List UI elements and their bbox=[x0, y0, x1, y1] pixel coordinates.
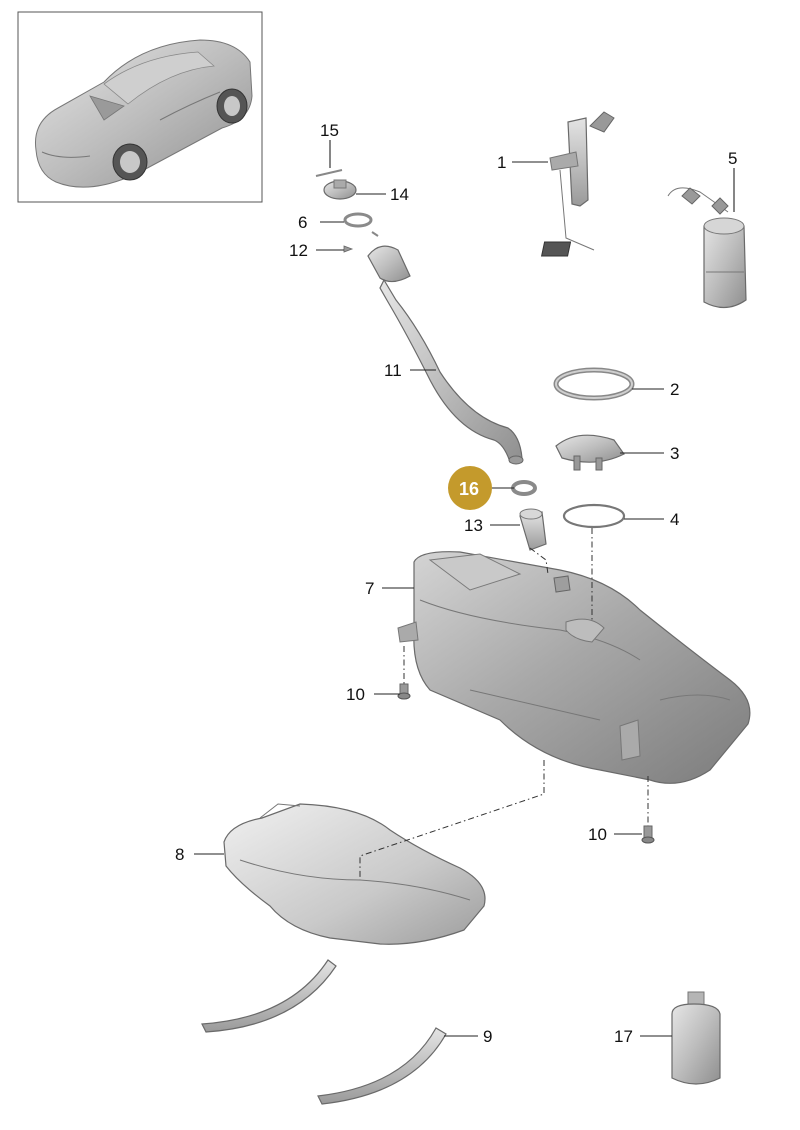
assembly-lines bbox=[359, 528, 649, 880]
label-11: 11 bbox=[384, 361, 402, 380]
label-8: 8 bbox=[175, 845, 184, 864]
label-10-lower: 10 bbox=[588, 825, 607, 844]
part-12-screw bbox=[343, 231, 379, 253]
label-6: 6 bbox=[298, 213, 307, 232]
leader-lines bbox=[194, 140, 735, 1037]
part-8-heat-shield bbox=[223, 803, 486, 945]
label-15: 14 bbox=[390, 185, 409, 204]
label-17: 17 bbox=[614, 1027, 633, 1046]
part-4-oring bbox=[562, 503, 626, 529]
part-6-ring bbox=[343, 212, 373, 228]
part-5-fuel-pump bbox=[667, 187, 747, 309]
part-17-bottle bbox=[671, 991, 721, 1085]
label-16: 15 bbox=[320, 121, 339, 140]
part-10-bolt-lower bbox=[641, 825, 655, 844]
label-4: 4 bbox=[670, 510, 679, 529]
label-2: 2 bbox=[670, 380, 679, 399]
part-13-hose bbox=[519, 508, 547, 551]
label-3: 3 bbox=[670, 444, 679, 463]
label-1: 1 bbox=[497, 153, 506, 172]
part-3-flange bbox=[555, 434, 625, 471]
part-16-rod bbox=[315, 169, 343, 177]
label-10-upper: 10 bbox=[346, 685, 365, 704]
part-9-strap-upper bbox=[201, 959, 337, 1033]
part-1-level-sender bbox=[540, 111, 615, 257]
part-15-cap bbox=[323, 179, 357, 200]
part-9-strap-lower bbox=[317, 1027, 447, 1105]
highlight-badge bbox=[448, 466, 492, 510]
part-10-bolt-upper bbox=[397, 683, 411, 700]
car-icon bbox=[34, 39, 253, 188]
label-12: 12 bbox=[289, 241, 308, 260]
label-14: 16 bbox=[459, 479, 479, 499]
label-13: 13 bbox=[464, 516, 483, 535]
label-7: 7 bbox=[365, 579, 374, 598]
vehicle-thumbnail bbox=[17, 11, 263, 203]
part-14-clamp bbox=[511, 480, 537, 496]
part-2-gasket bbox=[553, 367, 635, 401]
part-11-filler-pipe bbox=[367, 245, 524, 465]
part-labels: 15 14 6 12 1 5 11 2 3 4 16 13 7 10 10 8 … bbox=[175, 121, 737, 1046]
part-7-fuel-tank bbox=[397, 551, 751, 784]
label-9: 9 bbox=[483, 1027, 492, 1046]
label-5: 5 bbox=[728, 149, 737, 168]
